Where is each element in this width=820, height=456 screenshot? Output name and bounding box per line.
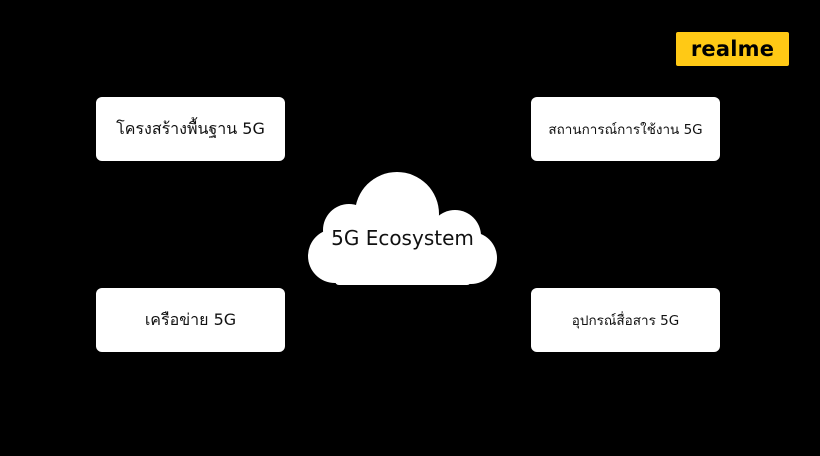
- node-label: สถานการณ์การใช้งาน 5G: [548, 122, 703, 138]
- logo-text: realme: [690, 37, 775, 61]
- node-devices: อุปกรณ์สื่อสาร 5G: [531, 288, 720, 352]
- cloud-shape: [308, 172, 497, 285]
- node-use-cases: สถานการณ์การใช้งาน 5G: [531, 97, 720, 161]
- node-network: เครือข่าย 5G: [96, 288, 285, 352]
- node-infrastructure: โครงสร้างพื้นฐาน 5G: [96, 97, 285, 161]
- node-label: อุปกรณ์สื่อสาร 5G: [571, 313, 680, 329]
- node-label: เครือข่าย 5G: [144, 309, 237, 329]
- realme-logo: realme: [676, 32, 789, 66]
- node-label: โครงสร้างพื้นฐาน 5G: [116, 118, 265, 138]
- center-label: 5G Ecosystem: [331, 226, 474, 250]
